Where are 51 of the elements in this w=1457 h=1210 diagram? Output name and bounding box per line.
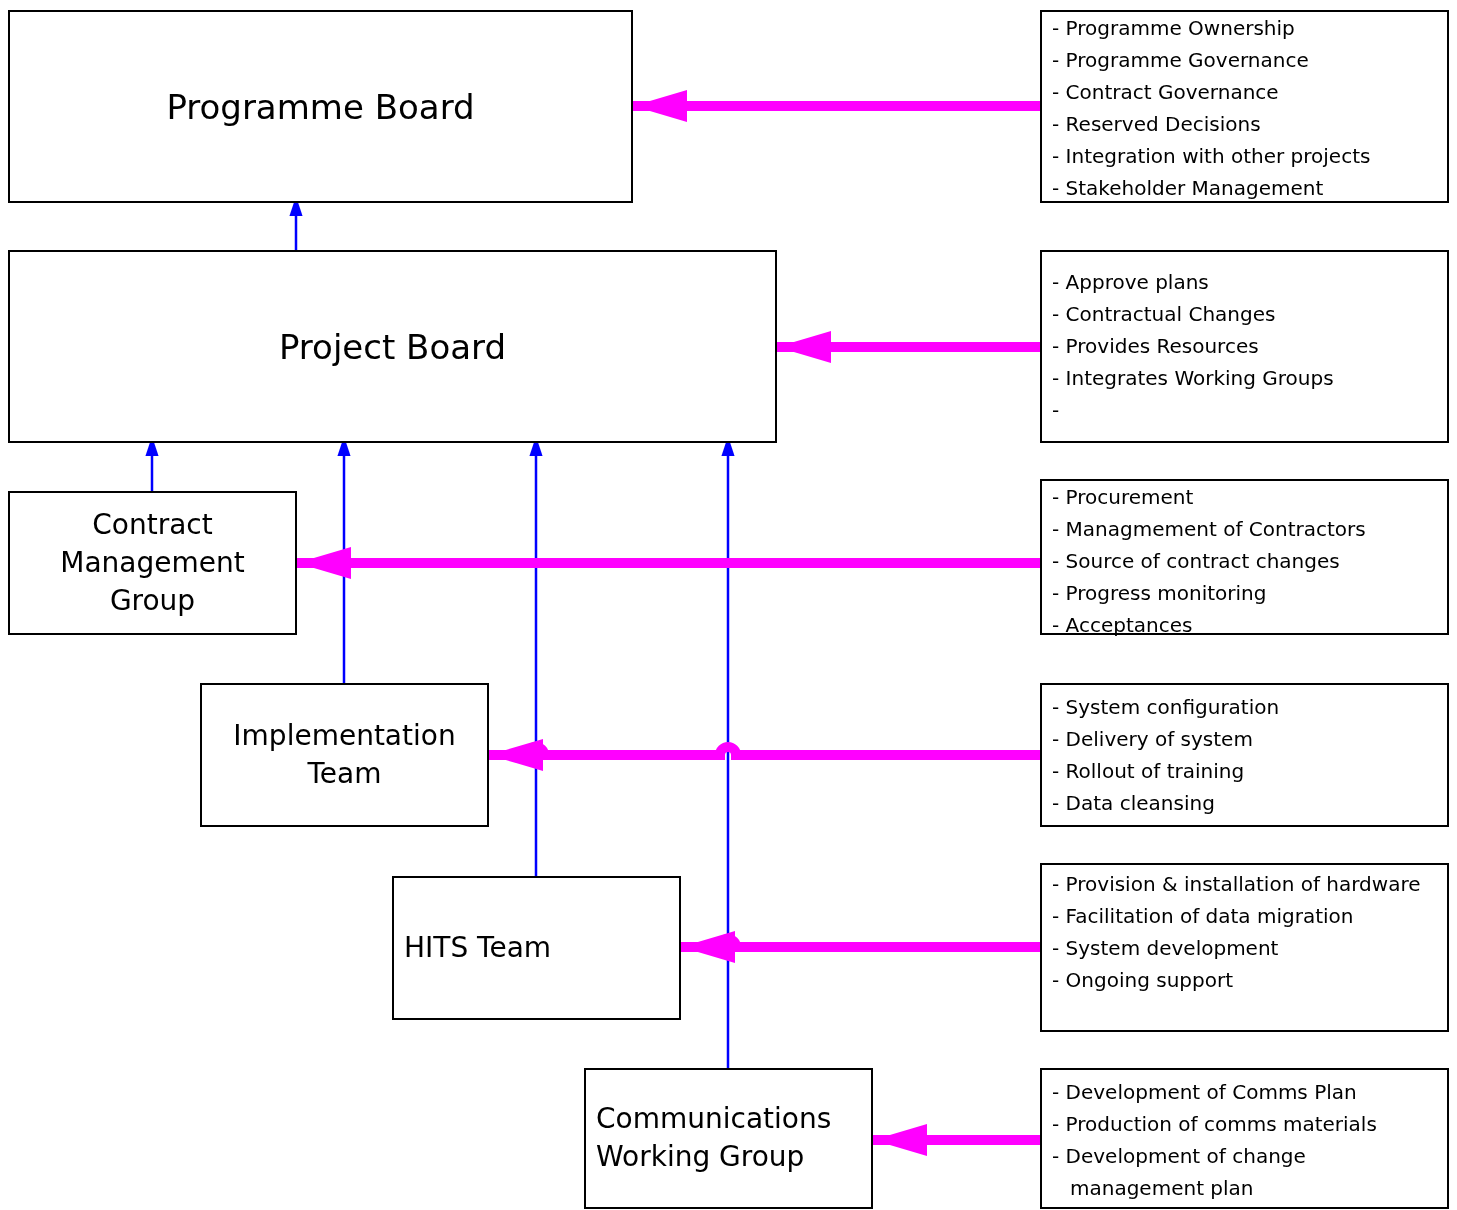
list-item: - Managmement of Contractors — [1052, 516, 1367, 543]
box-title: HITS Team — [403, 930, 553, 966]
list-item: - Programme Ownership — [1052, 15, 1296, 42]
list-item: - Contractual Changes — [1052, 301, 1277, 328]
responsibility-box — [1040, 1068, 1449, 1209]
team-box — [392, 876, 681, 1020]
list-item: - Ongoing support — [1052, 967, 1234, 994]
arrow — [681, 931, 1040, 963]
list-item: - Reserved Decisions — [1052, 111, 1262, 138]
team-box — [200, 683, 489, 827]
board-box — [8, 10, 633, 203]
box-title: Implementation Team — [232, 718, 457, 792]
box-title: Programme Board — [165, 87, 476, 126]
box-title: Contract Management Group — [59, 507, 246, 619]
list-item: - Progress monitoring — [1052, 580, 1268, 607]
board-box — [8, 250, 777, 443]
list-item: - Data cleansing — [1052, 790, 1216, 817]
list-item: - Rollout of training — [1052, 758, 1246, 785]
arrow — [489, 739, 1040, 771]
responsibility-box — [1040, 683, 1449, 827]
team-box — [584, 1068, 873, 1209]
arrow — [297, 547, 1040, 579]
arrow — [873, 1124, 1040, 1156]
list-item: - Provides Resources — [1052, 333, 1260, 360]
arrow — [633, 90, 1040, 122]
box-title: Communications Working Group — [595, 1101, 833, 1175]
list-item: - Procurement — [1052, 484, 1195, 511]
box-title: Project Board — [277, 327, 508, 366]
list-item: - — [1052, 397, 1061, 424]
list-item: - Approve plans — [1052, 269, 1210, 296]
list-item: - Facilitation of data migration — [1052, 903, 1355, 930]
team-box — [8, 491, 297, 635]
list-item: - Development of change management plan — [1052, 1143, 1307, 1202]
list-item: - System development — [1052, 935, 1280, 962]
list-item: - Contract Governance — [1052, 79, 1280, 106]
responsibility-box — [1040, 479, 1449, 635]
list-item: - Integrates Working Groups — [1052, 365, 1335, 392]
list-item: - Production of comms materials — [1052, 1111, 1378, 1138]
list-item: - System configuration — [1052, 694, 1281, 721]
responsibility-box — [1040, 863, 1449, 1032]
list-item: - Development of Comms Plan — [1052, 1079, 1358, 1106]
list-item: - Stakeholder Management — [1052, 175, 1325, 202]
list-item: - Acceptances — [1052, 612, 1194, 639]
list-item: - Provision & installation of hardware — [1052, 871, 1422, 898]
list-item: - Integration with other projects — [1052, 143, 1372, 170]
responsibility-box — [1040, 250, 1449, 443]
list-item: - Delivery of system — [1052, 726, 1254, 753]
list-item: - Programme Governance — [1052, 47, 1310, 74]
arrow — [777, 331, 1040, 363]
list-item: - Source of contract changes — [1052, 548, 1341, 575]
responsibility-box — [1040, 10, 1449, 203]
